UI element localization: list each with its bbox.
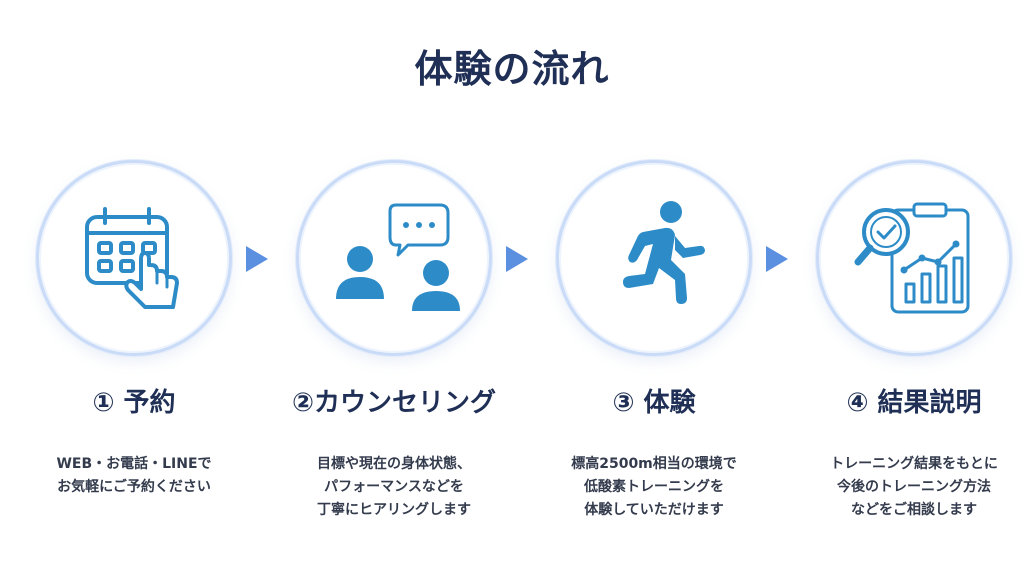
step-counseling: ②カウンセリング 目標や現在の身体状態、 パフォーマンスなどを 丁寧にヒアリング… <box>284 160 504 522</box>
description-line: 体験していただけます <box>584 502 724 518</box>
report-analysis-icon <box>854 202 970 314</box>
step-icon-circle <box>816 160 1012 356</box>
description-line: WEB・お電話・LINEで <box>56 456 212 472</box>
arrow-right-icon <box>246 246 268 272</box>
description-line: 目標や現在の身体状態、 <box>317 456 471 472</box>
step-icon-circle <box>556 160 752 356</box>
running-person-icon <box>623 201 705 304</box>
step-experience: ③ 体験 標高2500m相当の環境で 低酸素トレーニングを 体験していただけます <box>544 160 764 522</box>
calendar-tap-icon <box>85 207 179 309</box>
step-title: ③ 体験 <box>612 388 696 418</box>
description-line: トレーニング結果をもとに <box>830 456 998 472</box>
arrow-right-icon <box>766 246 788 272</box>
step-icon-circle <box>36 160 232 356</box>
step-title: ① 予約 <box>92 388 176 418</box>
description-line: 標高2500m相当の環境で <box>571 456 737 472</box>
step-description: 目標や現在の身体状態、 パフォーマンスなどを 丁寧にヒアリングします <box>284 453 504 522</box>
step-description: トレーニング結果をもとに 今後のトレーニング方法 などをご相談します <box>804 453 1024 522</box>
description-line: パフォーマンスなどを <box>324 479 464 495</box>
counseling-icon <box>336 203 460 311</box>
description-line: などをご相談します <box>851 502 977 518</box>
arrow-right-icon <box>506 246 528 272</box>
step-results: ④ 結果説明 トレーニング結果をもとに 今後のトレーニング方法 などをご相談しま… <box>804 160 1024 522</box>
step-description: WEB・お電話・LINEで お気軽にご予約ください <box>24 453 244 499</box>
step-icon-circle <box>296 160 492 356</box>
description-line: 低酸素トレーニングを <box>584 479 724 495</box>
step-reservation: ① 予約 WEB・お電話・LINEで お気軽にご予約ください <box>24 160 244 499</box>
description-line: 丁寧にヒアリングします <box>317 502 471 518</box>
step-title: ②カウンセリング <box>291 388 496 418</box>
description-line: お気軽にご予約ください <box>57 479 211 495</box>
step-title: ④ 結果説明 <box>846 388 982 418</box>
step-description: 標高2500m相当の環境で 低酸素トレーニングを 体験していただけます <box>544 453 764 522</box>
page-title: 体験の流れ <box>414 47 610 91</box>
description-line: 今後のトレーニング方法 <box>837 479 991 495</box>
